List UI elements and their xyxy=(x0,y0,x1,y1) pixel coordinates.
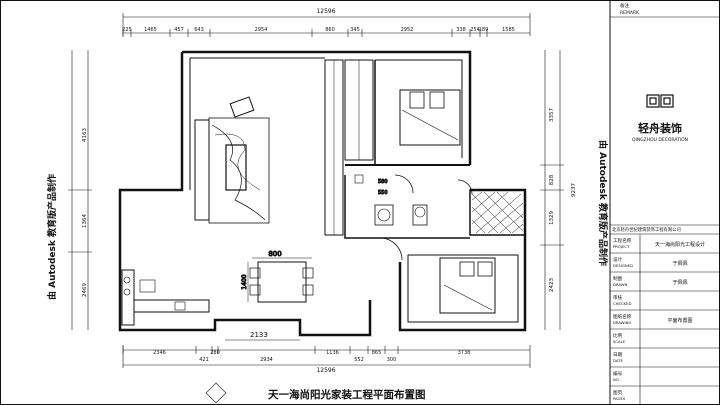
bed-bottom xyxy=(439,257,496,314)
dim-2133-line: 2133 xyxy=(225,331,300,341)
top-segment-dim: 2952 xyxy=(401,27,414,33)
row-value: 于佩佩 xyxy=(672,260,687,267)
right-dim-1: 3357 xyxy=(549,108,555,122)
north-arrow-icon xyxy=(205,382,227,404)
row-value: 天一海尚阳光工程设计 xyxy=(655,241,705,248)
dim-1400: 1400 xyxy=(241,274,248,289)
dining-table: 800 1400 xyxy=(241,250,314,303)
row-label-en: NO xyxy=(613,377,619,382)
row-label-en: PROJECT xyxy=(613,244,630,249)
right-dim-3: 1329 xyxy=(549,211,555,225)
row-label: 工程名称 xyxy=(613,237,632,244)
right-dim-4: 2423 xyxy=(549,278,555,292)
row-label-en: DRAWING xyxy=(613,320,632,325)
drawing-title-block: 天一海尚阳光家装工程平面布置图 xyxy=(205,382,426,404)
left-dim-1: 4163 xyxy=(82,128,88,142)
row-label: 制图 xyxy=(613,275,623,282)
bed-top xyxy=(399,89,461,146)
row-label-en: DESIGNED xyxy=(613,263,633,268)
top-segment-dim: 345 xyxy=(350,27,360,33)
top-segment-dim: 254 xyxy=(470,27,480,33)
bottom-segment-dim: 2934 xyxy=(260,357,273,363)
dim-550: 550 xyxy=(378,190,388,196)
left-dimension: 4163 1364 2469 xyxy=(68,50,92,330)
sofa-set xyxy=(194,96,270,224)
company-name-en: QINGZHOU DECORATION xyxy=(632,137,688,143)
row-label-en: DATE xyxy=(613,358,623,363)
row-label: 编号 xyxy=(613,370,623,377)
top-segment-dim: 457 xyxy=(174,27,184,33)
dim-800: 800 xyxy=(268,250,281,258)
right-dimension: 3357 828 1329 2423 9237 xyxy=(540,50,577,330)
bottom-segment-dim: 1136 xyxy=(326,350,339,356)
top-segment-dim: 1465 xyxy=(144,27,157,33)
bottom-segment-dim: 865 xyxy=(372,350,382,356)
dim-2133: 2133 xyxy=(250,331,268,339)
row-label: 设计 xyxy=(613,256,623,263)
top-segment-dim: 643 xyxy=(194,27,204,33)
top-total-dim: 12596 xyxy=(316,8,335,15)
bathroom-fixtures: 580 550 xyxy=(354,174,428,226)
walls xyxy=(118,50,527,337)
bottom-total-dim: 12596 xyxy=(316,367,335,374)
row-label: 比例 xyxy=(613,332,623,339)
dim-580: 580 xyxy=(378,179,388,185)
bottom-segment-dim: 300 xyxy=(387,357,397,363)
bottom-segment-dim: 280 xyxy=(210,350,220,356)
right-dim-total: 9237 xyxy=(571,183,577,197)
top-segment-dim: 338 xyxy=(456,27,466,33)
row-label: 日期 xyxy=(613,352,623,358)
bottom-segment-dim: 2346 xyxy=(153,350,166,356)
top-segment-dim: 1585 xyxy=(502,27,515,33)
row-label-en: PAGES xyxy=(613,396,626,401)
remark-label: 备注 xyxy=(620,2,629,9)
top-segment-dim: 225 xyxy=(122,27,132,33)
bottom-segment-dim: 3738 xyxy=(458,350,471,356)
right-dim-2: 828 xyxy=(549,174,555,185)
row-value: 于佩佩 xyxy=(672,279,687,286)
company-name: 轻舟装饰 xyxy=(638,121,682,135)
watermark-right: 由 Autodesk 教育版产品制作 xyxy=(597,140,609,266)
bottom-segment-dim: 552 xyxy=(354,357,364,363)
title-block: 备注 REMARK 轻舟装饰 QINGZHOU DECORATION 北京轻舟世… xyxy=(609,0,720,405)
kitchen-fixtures xyxy=(123,276,186,311)
company-full-name: 北京轻舟世纪建筑装饰工程有限公司 xyxy=(612,226,681,233)
bottom-segment-dim: 421 xyxy=(199,357,209,363)
balcony-hatch xyxy=(471,191,524,234)
row-label: 审核 xyxy=(613,294,623,301)
company-logo-icon xyxy=(646,94,674,108)
watermark-left: 由 Autodesk 教育版产品制作 xyxy=(46,174,58,300)
row-label-en: DRAWN xyxy=(613,282,628,287)
top-segment-dim: 2954 xyxy=(255,27,268,33)
remark-label-en: REMARK xyxy=(620,10,640,16)
top-segment-dim: 860 xyxy=(325,27,335,33)
left-dim-2: 1364 xyxy=(82,214,88,228)
row-label: 图页 xyxy=(613,390,623,396)
row-label: 图纸名称 xyxy=(613,313,632,320)
row-label-en: CHECKED xyxy=(613,301,631,306)
row-label-en: SCALE xyxy=(613,339,626,344)
left-dim-3: 2469 xyxy=(82,283,88,297)
drawing-title: 天一海尚阳光家装工程平面布置图 xyxy=(268,388,426,401)
row-value: 平面布置图 xyxy=(667,317,692,324)
top-segment-dim: 189 xyxy=(479,27,489,33)
